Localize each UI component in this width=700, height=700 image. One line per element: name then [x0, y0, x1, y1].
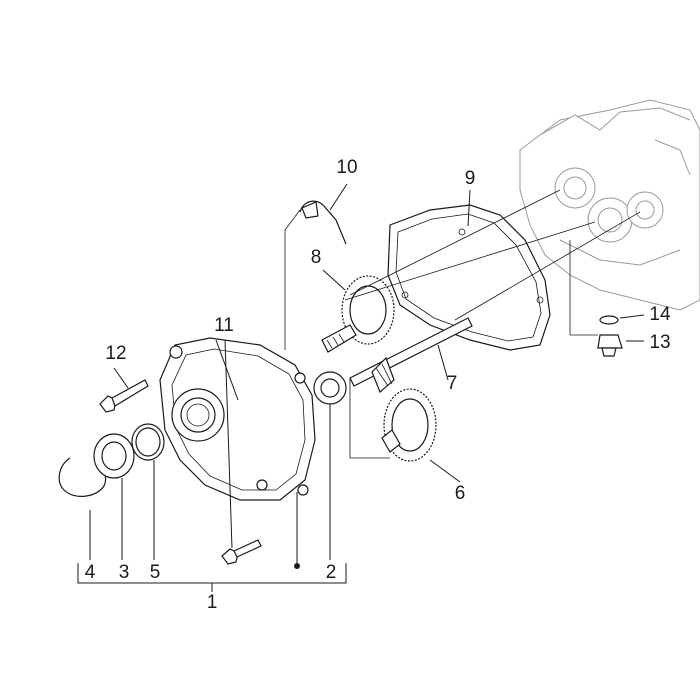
- drain-plug: [597, 315, 623, 357]
- callout-8: 8: [311, 247, 322, 268]
- bearing: [313, 371, 347, 405]
- bolt-long: [99, 379, 149, 413]
- callout-1: 1: [207, 592, 218, 613]
- callout-6: 6: [455, 483, 466, 504]
- callout-7: 7: [447, 373, 458, 394]
- drive-gear: [321, 275, 395, 353]
- callout-12: 12: [105, 343, 126, 364]
- gasket: [387, 204, 551, 351]
- callout-3: 3: [119, 562, 130, 583]
- crankcase-housing: [519, 99, 700, 311]
- bolt-short: [221, 539, 262, 565]
- alignment-lines: [284, 189, 641, 459]
- oil-hose: [299, 200, 347, 245]
- callout-labels: 10 9 8 11 12 14 13 7 6 4 3 5 2 1: [85, 157, 671, 613]
- oil-seal: [93, 433, 135, 479]
- intermediate-gear: [381, 388, 437, 462]
- callout-2: 2: [326, 562, 337, 583]
- callout-14: 14: [649, 304, 671, 325]
- callout-13: 13: [649, 332, 670, 353]
- secondary-shaft: [349, 317, 473, 394]
- callout-4: 4: [85, 562, 96, 583]
- callout-11: 11: [214, 315, 234, 336]
- leader-lines: [77, 183, 645, 592]
- o-ring: [131, 423, 165, 461]
- callout-9: 9: [465, 168, 476, 189]
- transmission-cover: [159, 337, 316, 501]
- callout-5: 5: [150, 562, 161, 583]
- callout-10: 10: [336, 157, 357, 178]
